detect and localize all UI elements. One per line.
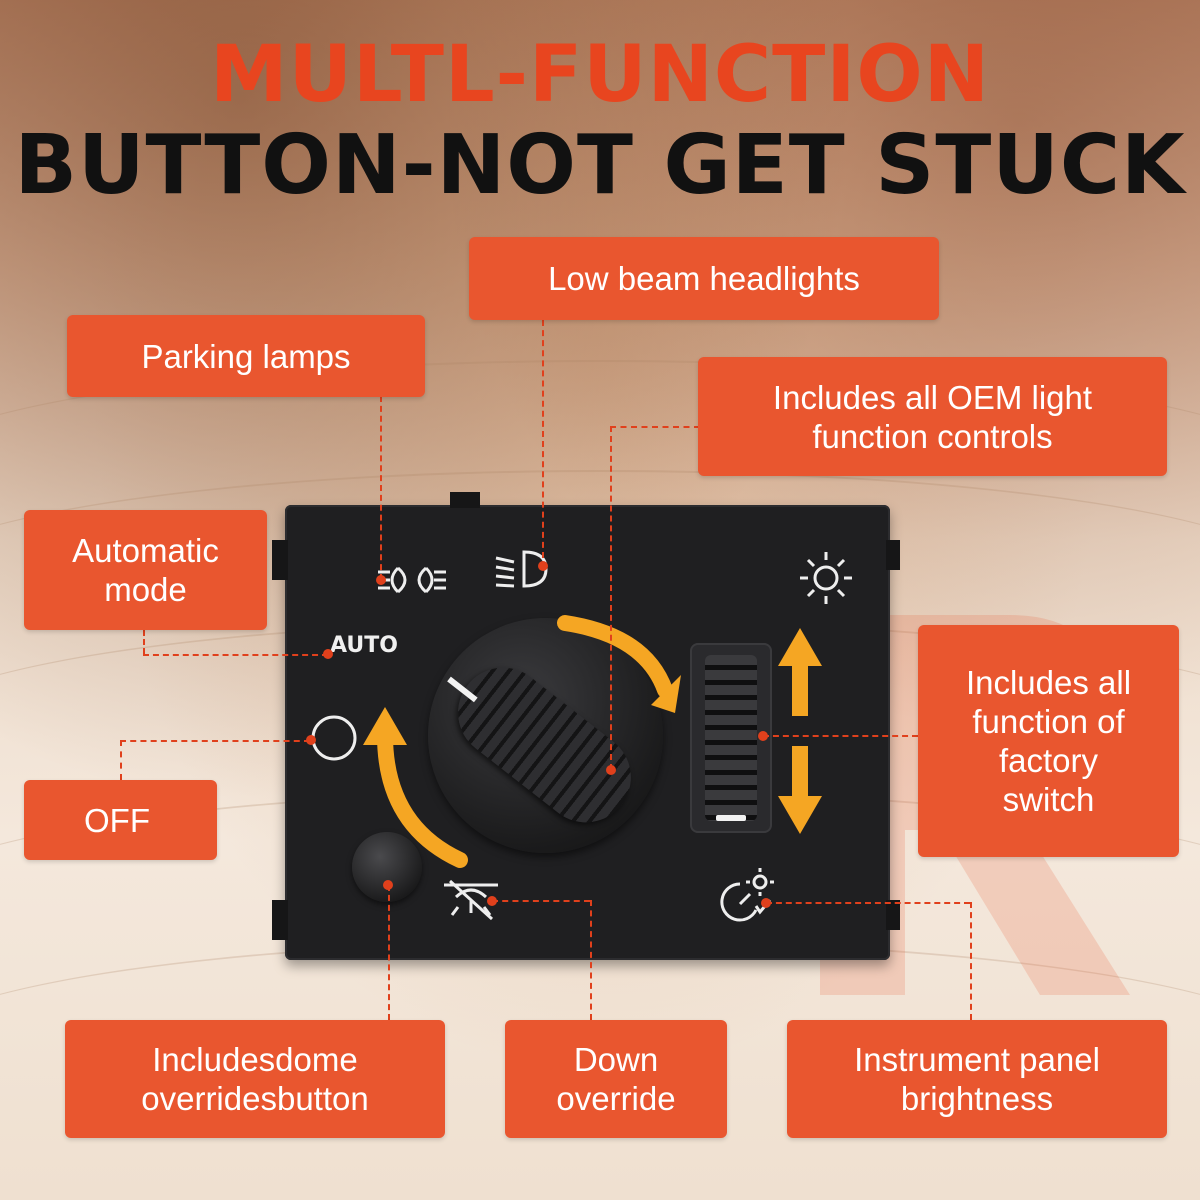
leader-dot [606,765,616,775]
leader-line [388,885,390,1020]
updown-arrow-icon [778,628,822,834]
leader-line [590,900,592,1020]
headline-line2: BUTTON-NOT GET STUCK [14,118,1186,213]
label-off: OFF [24,780,217,860]
leader-line [610,426,612,770]
panel-clip [886,540,900,570]
label-oem-controls: Includes all OEM light function controls [698,357,1167,476]
leader-line [763,735,918,737]
panel-clip [450,492,480,508]
label-parking-lamps: Parking lamps [67,315,425,397]
label-text: function controls [812,417,1053,455]
leader-line [143,654,328,656]
leader-dot [487,896,497,906]
leader-dot [383,880,393,890]
label-text: Includes all [965,664,1132,701]
label-text: override [556,1080,676,1117]
headline-line1: MULTL-FUNCTION [210,30,990,120]
label-text: function of [972,703,1125,740]
leader-line [610,426,700,428]
leader-dot [323,649,333,659]
panel-clip [886,900,900,930]
background-dune [0,360,1200,582]
label-text: Instrument panel [854,1041,1100,1078]
leader-line [492,900,590,902]
label-text: Includes all OEM light [772,378,1093,416]
leader-line [120,740,310,742]
label-text: Includesdome [152,1041,358,1078]
leader-dot [376,575,386,585]
panel-clip [272,540,288,580]
label-text: mode [104,571,187,608]
label-text: Down [573,1041,659,1078]
label-factory-switch: Includes all function of factory switch [918,625,1179,857]
parking-lamp-icon [378,566,446,594]
label-text: Parking lamps [141,337,351,375]
label-text: brightness [900,1080,1054,1117]
leader-dot [306,735,316,745]
dimmer-icon [720,868,774,922]
leader-line [542,320,544,558]
leader-line [143,630,145,654]
label-text: Low beam headlights [548,260,860,297]
leader-line [120,740,122,780]
label-panel-brightness: Instrument panel brightness [787,1020,1167,1138]
leader-dot [538,561,548,571]
label-automatic-mode: Automatic mode [24,510,267,630]
auto-position-label: AUTO [330,633,398,658]
leader-line [970,902,972,1020]
label-text: factory [998,742,1099,779]
leader-line [766,902,970,904]
dimmer-thumbwheel[interactable] [705,655,757,821]
leader-dot [758,731,768,741]
label-text: switch [1002,781,1095,818]
panel-clip [272,900,288,940]
headlight-sun-icon [800,552,852,604]
label-text: Automatic [72,532,219,569]
label-low-beam: Low beam headlights [469,237,939,320]
label-down-override: Down override [505,1020,727,1138]
leader-dot [761,898,771,908]
dimmer-wheel-mark [716,815,746,821]
label-dome-override: Includesdome overridesbutton [65,1020,445,1138]
rotate-arrow-icon [363,615,681,868]
leader-line [380,396,382,580]
dome-override-icon [444,879,498,921]
label-text: overridesbutton [141,1080,369,1117]
background-dune [0,470,1200,692]
label-text: OFF [84,801,150,839]
dome-override-button[interactable] [352,832,422,902]
